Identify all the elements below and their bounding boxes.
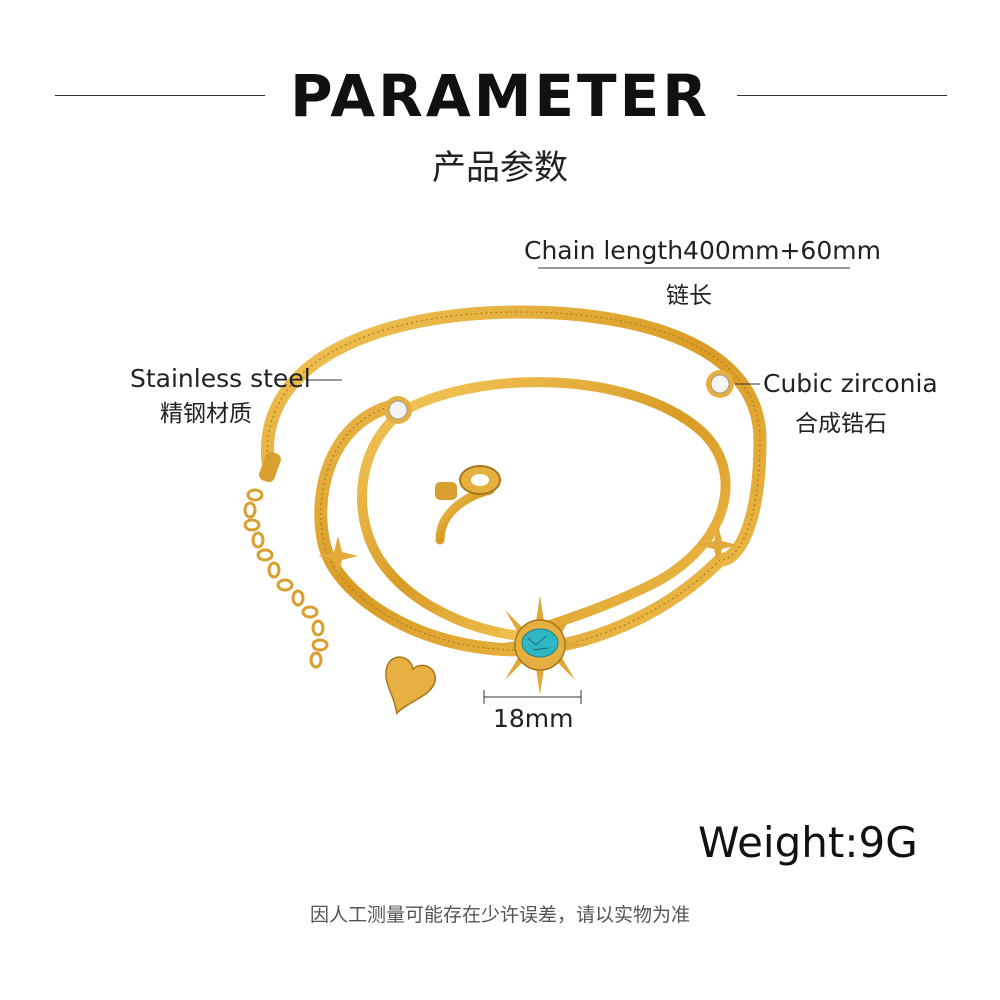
outer-chain xyxy=(260,305,767,657)
cz-stone-left xyxy=(384,396,412,424)
sun-pendant xyxy=(490,595,590,695)
material-label-cn: 精钢材质 xyxy=(160,401,252,427)
header-rule-right xyxy=(737,95,947,96)
star-charm-left xyxy=(318,536,358,576)
clasp xyxy=(435,465,501,500)
header-rule-left xyxy=(55,95,265,96)
star-charm-right xyxy=(698,525,738,565)
stone-label: Cubic zirconia xyxy=(763,369,938,398)
pendant-size-label: 18mm xyxy=(493,704,574,733)
footnote: 因人工测量可能存在少许误差，请以实物为准 xyxy=(309,904,690,926)
page-subtitle: 产品参数 xyxy=(432,148,568,188)
extender-chain xyxy=(243,488,329,669)
chain-end-cap xyxy=(259,451,281,483)
material-label: Stainless steel xyxy=(130,364,311,393)
heart-charm xyxy=(385,656,436,715)
chain-length-label: Chain length400mm+60mm xyxy=(524,236,881,265)
chain-length-label-cn: 链长 xyxy=(666,283,712,309)
cz-stone-right xyxy=(706,370,734,398)
page-title: PARAMETER xyxy=(290,62,710,130)
stone-label-cn: 合成锆石 xyxy=(795,411,887,437)
weight-label: Weight:9G xyxy=(698,818,918,867)
